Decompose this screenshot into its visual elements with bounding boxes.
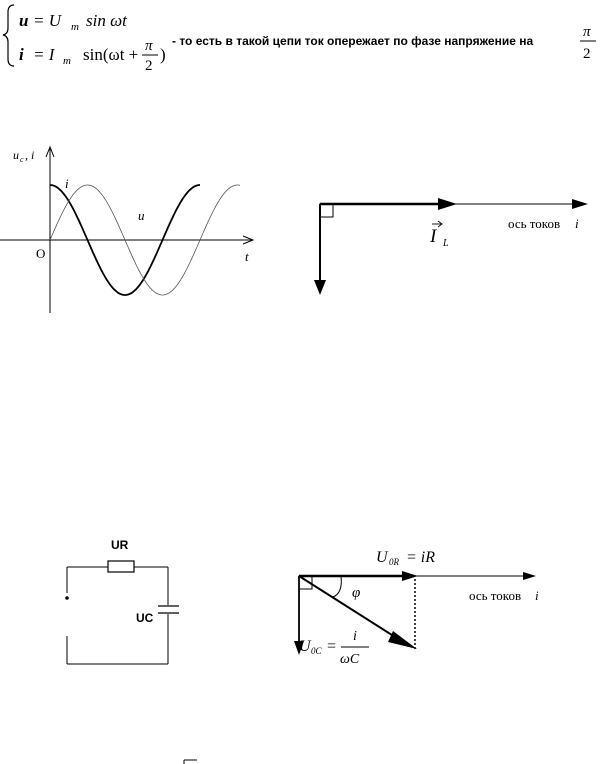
ur-rhs: = iR: [406, 549, 435, 566]
note-frac-den: 2: [583, 46, 591, 62]
resistor-icon: [107, 560, 135, 573]
origin-label: O: [36, 246, 45, 261]
uc-num: i: [353, 629, 357, 644]
ur-vector-arrow: [402, 571, 418, 581]
i-sub: m: [63, 55, 71, 67]
uc-eq: =: [327, 638, 336, 655]
current-axis-arrow: [572, 199, 588, 209]
resultant-vector-arrow: [388, 631, 417, 649]
voltage-vector-arrow: [314, 280, 326, 295]
axis-var-1: i: [575, 216, 579, 231]
i-close: ): [160, 45, 166, 64]
il-label: I: [429, 226, 438, 247]
uc-label: U: [299, 638, 312, 655]
rc-circuit: UR UC: [65, 538, 179, 665]
phase-note: - то есть в такой цепи ток опережает по …: [172, 34, 533, 48]
il-vector-arrow: [438, 198, 457, 210]
u-lhs: u: [19, 11, 28, 30]
u-fn: sin ωt: [86, 11, 128, 30]
bottom-fragment: [183, 759, 197, 764]
uc-den: ωC: [340, 652, 360, 667]
system-brace: [2, 4, 15, 67]
x-label-t: t: [245, 249, 249, 264]
resultant-vector: [298, 575, 404, 643]
ur-label: U: [376, 549, 389, 566]
i-frac-num: π: [145, 38, 153, 54]
curve-i-label: i: [65, 176, 69, 191]
resistor-label: UR: [111, 538, 129, 552]
x-axis-arrow: [242, 235, 255, 245]
axis-label-1: ось токов: [508, 216, 560, 231]
u-rhs: = U: [33, 11, 63, 30]
y-label-i: , i: [25, 148, 34, 162]
phasor-diagram-2: U 0R = iR φ ось токов i U 0C = i ωC: [294, 549, 539, 667]
note-frac-num: π: [583, 24, 591, 40]
i-lhs: i: [19, 45, 24, 64]
axis-var-2: i: [535, 588, 539, 603]
uc-vector-arrow: [294, 641, 304, 655]
curve-i: [50, 184, 200, 296]
uc-sub: 0C: [311, 646, 323, 656]
i-fn: sin(ωt +: [83, 45, 138, 64]
axis-label-2: ось токов: [469, 588, 521, 603]
u-sub: m: [71, 21, 79, 33]
y-label-u-sub: c: [20, 155, 24, 164]
right-angle-mark-2: [298, 575, 313, 590]
waveform-graph: u c , i t O i u: [0, 145, 255, 313]
il-sub: L: [442, 238, 449, 249]
terminal-dot: [65, 596, 69, 600]
phi-arc: [332, 575, 342, 598]
capacitor-label: UC: [136, 611, 154, 625]
y-axis-arrow: [45, 145, 55, 158]
y-label-u: u: [13, 148, 19, 162]
current-axis-arrow-2: [523, 572, 536, 580]
phasor-diagram-1: I L ось токов i: [314, 198, 588, 295]
i-frac-den: 2: [145, 58, 153, 70]
curve-u-label: u: [138, 208, 145, 223]
i-rhs: = I: [33, 45, 56, 64]
ur-sub: 0R: [389, 557, 400, 567]
right-angle-mark: [319, 203, 334, 218]
phi-label: φ: [352, 585, 360, 601]
equation-block: u = U m sin ωt i = I m sin(ωt + π 2 ) - …: [2, 4, 596, 70]
curve-u: [49, 184, 241, 296]
